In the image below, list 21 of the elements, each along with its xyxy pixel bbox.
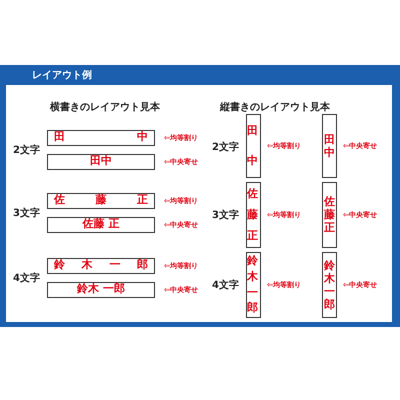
row-label: 2文字 xyxy=(13,143,40,157)
section-title: 横書きのレイアウト見本 xyxy=(50,100,160,114)
row-label: 4文字 xyxy=(212,278,239,292)
name-box: 佐 藤 正 xyxy=(47,193,155,209)
name-box: 鈴木一郎 xyxy=(322,252,337,318)
name-box: 鈴木 一郎 xyxy=(47,282,155,298)
name-box: 田中 xyxy=(47,154,155,170)
header-title: レイアウト例 xyxy=(32,68,92,82)
name-box: 佐藤正 xyxy=(322,182,337,248)
section-title: 縦書きのレイアウト見本 xyxy=(220,100,330,114)
row-label: 4文字 xyxy=(13,271,40,285)
name-box: 佐藤正 xyxy=(246,182,261,248)
name-box: 鈴 木 一 郎 xyxy=(47,258,155,274)
row-label: 3文字 xyxy=(212,208,239,222)
name-box: 田中 xyxy=(322,114,337,178)
name-box: 鈴木一郎 xyxy=(246,252,261,318)
row-label: 3文字 xyxy=(13,206,40,220)
row-label: 2文字 xyxy=(212,140,239,154)
name-box: 佐藤 正 xyxy=(47,217,155,233)
name-box: 田 中 xyxy=(47,130,155,146)
name-box: 田中 xyxy=(246,114,261,178)
